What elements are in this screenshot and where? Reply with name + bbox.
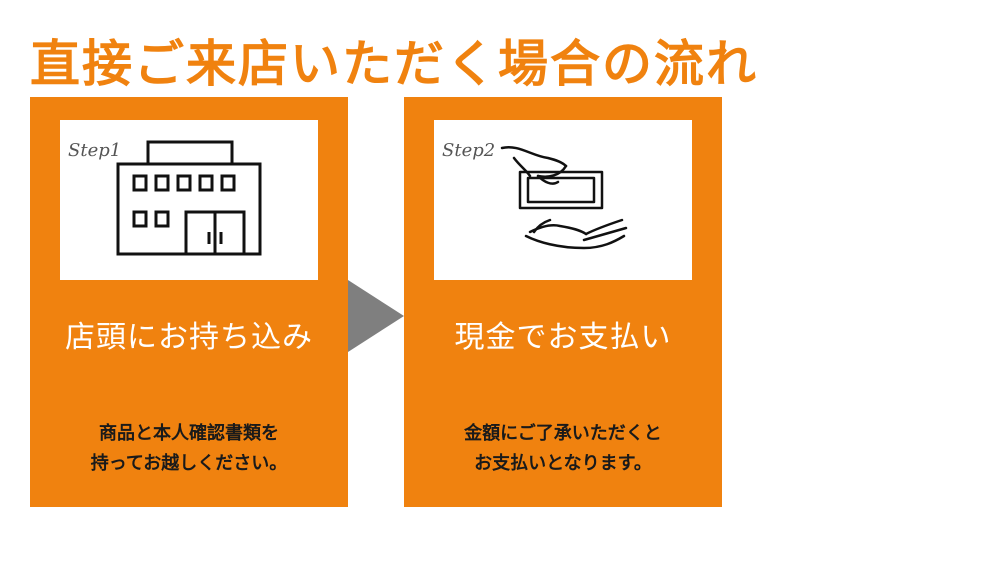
step-description: 金額にご了承いただくと お支払いとなります。: [404, 419, 722, 479]
step-description-line-1: 商品と本人確認書類を: [99, 423, 279, 444]
step-label: Step1: [68, 140, 122, 161]
flow-arrow-icon: [348, 280, 404, 352]
step-description-line-2: 持ってお越しください。: [90, 453, 288, 474]
step-illustration-panel: Step2: [434, 120, 692, 280]
page-title: 直接ご来店いただく場合の流れ: [30, 35, 758, 93]
step-description-line-2: お支払いとなります。: [474, 453, 652, 474]
step-description: 商品と本人確認書類を 持ってお越しください。: [30, 419, 348, 479]
step-label: Step2: [442, 140, 496, 161]
step-heading: 現金でお支払い: [454, 320, 672, 355]
step-card-2: Step2 現金でお支払い 金額にご了承いただくと お支払いとなりま: [404, 97, 722, 507]
step-heading: 店頭にお持ち込み: [65, 320, 313, 355]
step-illustration-panel: Step1: [60, 120, 318, 280]
step-description-line-1: 金額にご了承いただくと: [464, 423, 662, 444]
cash-payment-icon: [500, 145, 628, 250]
building-icon: [116, 140, 262, 256]
step-card-1: Step1 店頭にお持ち込み 商品と本人: [30, 97, 348, 507]
